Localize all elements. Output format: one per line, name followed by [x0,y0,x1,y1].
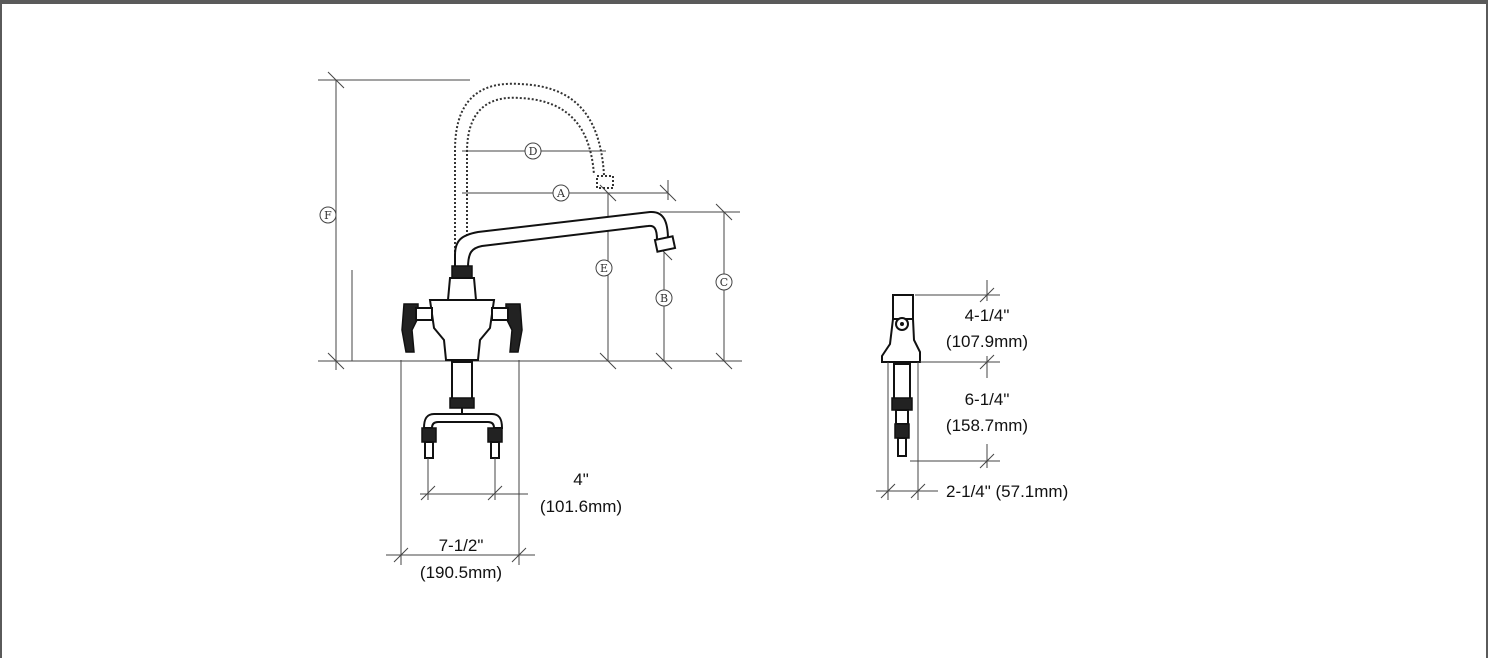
tick-4in-right [487,485,503,501]
svg-text:F: F [324,209,332,222]
svg-text:C: C [720,276,728,289]
callout-d: D [524,142,542,160]
left-inlet [424,441,434,459]
right-inlet-nut [487,427,503,443]
tick-f-bottom [327,352,345,370]
base-depth-label: 2-1/4" (57.1mm) [946,482,1068,501]
left-handle [401,303,419,353]
tick-4in-left [420,485,436,501]
tick-base-right [910,483,926,499]
side-view: 4-1/4" (107.9mm) 6-1/4" (158.7mm) 2-1/4"… [876,280,1068,501]
body-neck [446,277,478,301]
side-handle-center [900,322,904,326]
gooseneck-outline-inner [466,96,595,268]
swivel-nut [451,265,473,279]
supply-bridge [422,408,504,429]
side-body-top [892,294,914,320]
callout-c: C [715,273,733,291]
svg-text:B: B [660,292,668,305]
callout-b: B [655,289,673,307]
tick-body-top [979,287,995,303]
shank-length-in-label: 6-1/4" [965,390,1010,409]
tick-e [599,352,617,370]
inlet-spacing-mm-label: (101.6mm) [540,497,622,516]
left-handle-stem [415,307,433,321]
side-inlet [897,437,907,457]
right-inlet [490,441,500,459]
inlet-spacing-in-label: 4" [573,470,589,489]
callout-a: A [552,184,570,202]
overall-width-mm-label: (190.5mm) [420,563,502,582]
body-height-in-label: 4-1/4" [965,306,1010,325]
svg-text:D: D [529,145,538,158]
gooseneck-outlet [596,175,614,189]
tick-7in-left [393,547,409,563]
side-shank-nut [891,397,913,411]
spout [454,210,670,269]
front-view: F D A E B C 4" (101.6mm) 7-1/2" (190.5mm… [318,71,742,582]
left-inlet-nut [421,427,437,443]
tick-base-left [880,483,896,499]
shank-length-mm-label: (158.7mm) [946,416,1028,435]
tick-deck [979,354,995,370]
side-inlet-nut [894,423,910,439]
tick-7in-right [511,547,527,563]
shank-nut [449,397,475,409]
shank [451,361,473,401]
tick-c-top [715,203,733,221]
body-height-mm-label: (107.9mm) [946,332,1028,351]
spout-aerator [653,235,677,253]
overall-width-in-label: 7-1/2" [439,536,484,555]
tick-b [655,352,673,370]
right-handle-stem [491,307,509,321]
tick-f-top [327,71,345,89]
tick-inlet-bottom [979,453,995,469]
callout-f: F [319,206,337,224]
tick-e-top [599,184,617,202]
tick-c-bottom [715,352,733,370]
valve-body [428,299,496,361]
side-supply [895,409,909,425]
svg-text:A: A [556,187,566,200]
svg-text:E: E [600,262,608,275]
callout-e: E [595,259,613,277]
side-shank [893,363,911,401]
